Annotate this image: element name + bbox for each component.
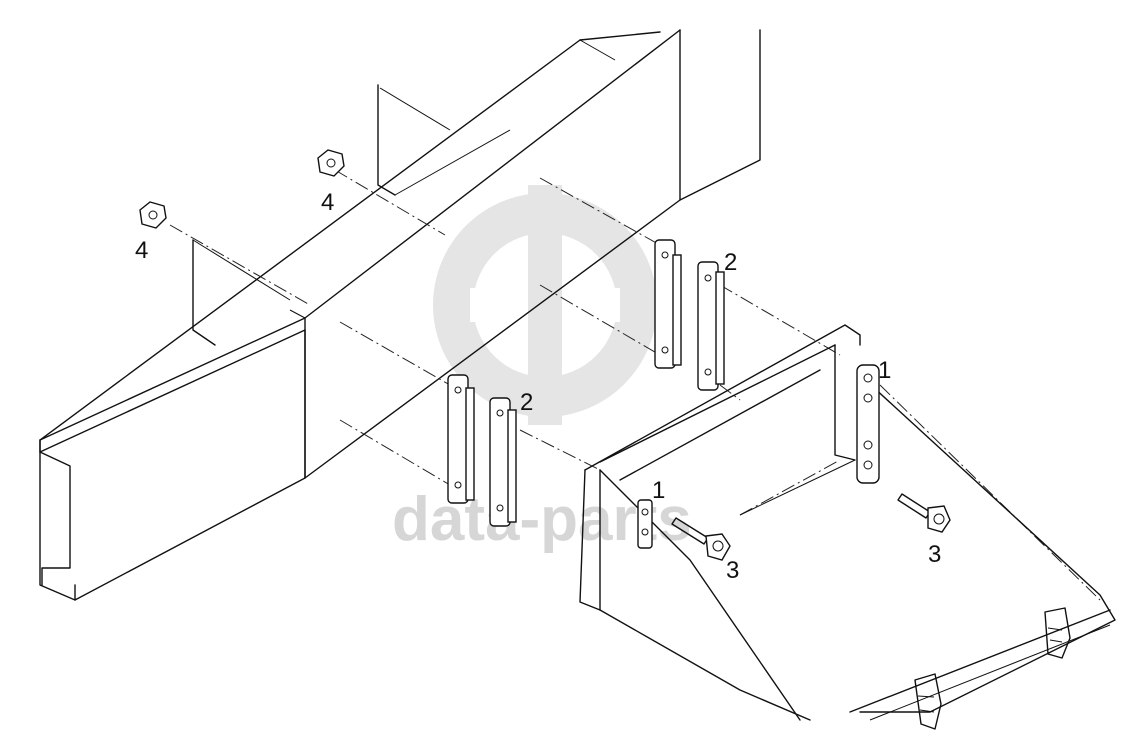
assembly-centerlines bbox=[169, 169, 1101, 601]
bolt-rear bbox=[897, 493, 951, 533]
callout-plate-upper: 2 bbox=[724, 249, 737, 276]
callout-bracket-front: 1 bbox=[652, 477, 665, 504]
spacer-plate-pair-lower bbox=[447, 374, 517, 527]
step-box-assembly bbox=[579, 324, 1116, 730]
spacer-plate-pair-upper bbox=[654, 239, 725, 391]
hinge-clip bbox=[1044, 607, 1071, 659]
callout-nut-lower: 4 bbox=[135, 237, 148, 264]
bolt-front bbox=[671, 517, 731, 561]
nut-upper bbox=[317, 149, 345, 177]
frame-rail bbox=[39, 29, 761, 601]
callout-bolt-rear: 3 bbox=[928, 541, 941, 568]
nut-lower bbox=[139, 201, 167, 229]
hinge-clip bbox=[914, 673, 942, 730]
callout-bolt-front: 3 bbox=[726, 557, 739, 584]
callout-plate-lower: 2 bbox=[520, 389, 533, 416]
bracket-front bbox=[637, 499, 653, 549]
callout-nut-upper: 4 bbox=[321, 189, 334, 216]
watermark-logo bbox=[433, 185, 657, 425]
bracket-rear bbox=[856, 364, 880, 484]
callout-bracket-rear: 1 bbox=[878, 357, 891, 384]
